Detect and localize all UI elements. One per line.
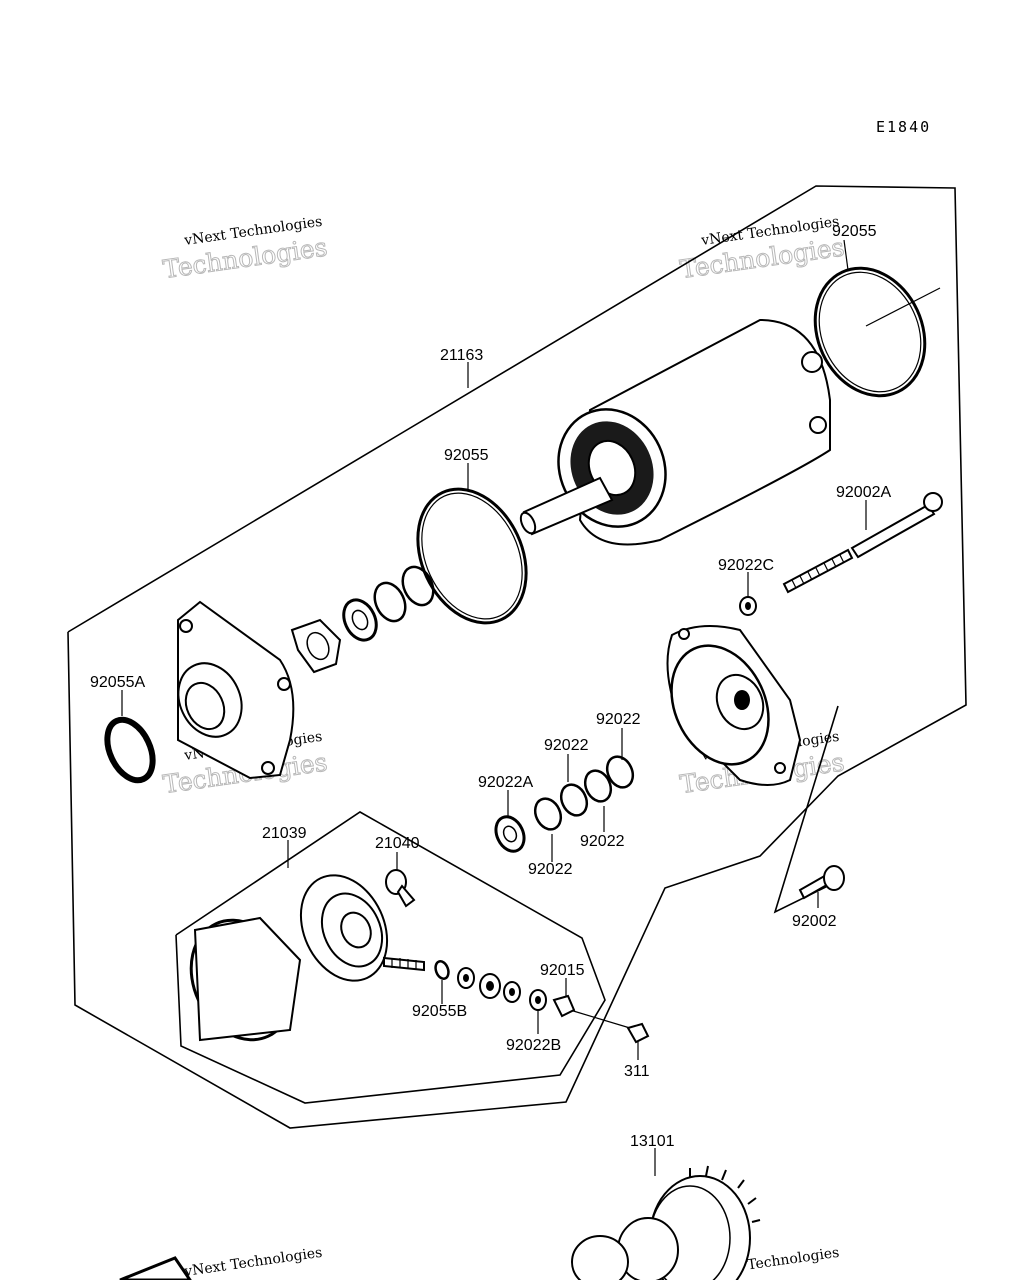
label-311: 311	[624, 1063, 650, 1080]
label-13101: 13101	[630, 1133, 675, 1150]
label-92022-b: 92022	[544, 737, 589, 754]
label-92022A: 92022A	[478, 774, 533, 791]
label-92022-d: 92022	[528, 861, 573, 878]
label-92022B: 92022B	[506, 1037, 561, 1054]
label-21163: 21163	[440, 347, 483, 364]
o-ring-92055-middle	[416, 487, 528, 625]
small-washers-row	[434, 960, 650, 1044]
starter-clutch-13101	[571, 1165, 761, 1280]
through-bolt-92002A	[782, 492, 943, 594]
label-92015: 92015	[540, 962, 585, 979]
motor-yoke	[519, 318, 831, 546]
assembly-outline-21163	[67, 185, 967, 1129]
svg-text:vNext Technologies: vNext Technologies	[182, 1245, 323, 1280]
washers-92022-group	[494, 755, 635, 853]
part-labels: 21163 92055 92055 92002A 92022C 92055A 9…	[90, 223, 891, 1150]
nut-92022C	[739, 596, 757, 616]
rear-cover	[666, 625, 802, 786]
label-92022-a: 92022	[596, 711, 641, 728]
label-92055-middle: 92055	[444, 447, 489, 464]
brush-holder-21039	[299, 874, 425, 982]
label-21039: 21039	[262, 825, 307, 842]
brush-spring-21040	[385, 869, 416, 908]
watermark-top-left: vNext Technologies Technologies	[161, 214, 330, 285]
watermark-bottom-left: vNext Technologies	[182, 1245, 323, 1280]
label-92002A: 92002A	[836, 484, 891, 501]
bolt-92002	[798, 865, 845, 900]
o-ring-92055-top	[813, 266, 941, 398]
label-92022-c: 92022	[580, 833, 625, 850]
label-92055-top: 92055	[832, 223, 877, 240]
corner-badge	[119, 1256, 192, 1280]
label-92055B: 92055B	[412, 1003, 467, 1020]
front-cover	[177, 600, 295, 780]
label-92055A: 92055A	[90, 674, 145, 691]
subassembly-outline-21039	[175, 811, 606, 1104]
label-92022C: 92022C	[718, 557, 774, 574]
brush-housing	[189, 916, 302, 1042]
oil-seal-92055A	[104, 716, 156, 784]
label-21040: 21040	[375, 835, 420, 852]
shaft-washers	[290, 565, 435, 674]
label-92002: 92002	[792, 913, 837, 930]
diagram-code: E1840	[876, 118, 931, 136]
watermark-top-right: vNext Technologies Technologies	[678, 214, 847, 285]
